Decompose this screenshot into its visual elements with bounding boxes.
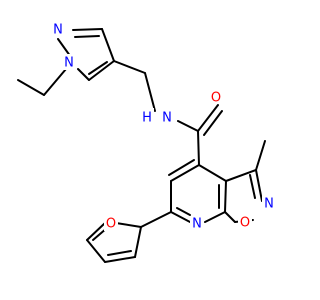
bond-isoxazole-1 bbox=[225, 169, 257, 182]
bond-isoxazole-2-double bbox=[249, 174, 256, 199]
bond-pyrazole-c5-n1 bbox=[77, 68, 90, 81]
bond-pyrazole-c3-c4 bbox=[101, 28, 115, 62]
bond-furan-5 bbox=[115, 222, 142, 228]
isoxazole-n-label: N bbox=[264, 197, 274, 212]
bond-carbonyl-double bbox=[203, 110, 223, 136]
pyrazole-n1-label: N bbox=[64, 56, 74, 71]
pyridine-n-label: N bbox=[192, 217, 202, 232]
bond-ethyl-1 bbox=[17, 79, 45, 96]
bond-core-3 bbox=[170, 211, 191, 223]
bond-furan-2-double bbox=[107, 250, 132, 256]
bond-layer bbox=[17, 28, 266, 263]
molecule-svg: N N H N O N O N O bbox=[17, 22, 276, 263]
bond-furan-4 bbox=[86, 222, 106, 241]
bond-pyrazole-n2-c3 bbox=[72, 28, 103, 31]
bond-ethyl-2 bbox=[43, 68, 67, 96]
pyrazole-n2-label: N bbox=[53, 23, 63, 38]
bond-amide-n-c bbox=[177, 120, 199, 132]
bond-pyrazole-c4-c5 bbox=[88, 60, 115, 81]
bond-core-6 bbox=[198, 164, 227, 182]
bond-carbonyl bbox=[197, 104, 219, 132]
bond-core-3-double bbox=[176, 207, 191, 216]
amide-o-label: O bbox=[211, 91, 221, 106]
bond-furan-link bbox=[140, 211, 172, 228]
atom-labels: N N H N O N O N O bbox=[51, 22, 276, 232]
bond-furan-1 bbox=[134, 226, 142, 258]
bond-linker-1 bbox=[113, 60, 146, 74]
bond-linker-2 bbox=[144, 72, 156, 112]
bond-core-4 bbox=[204, 211, 226, 223]
amide-n-label: N bbox=[162, 111, 172, 126]
bond-methyl bbox=[255, 140, 266, 171]
isoxazole-o-label: O bbox=[240, 216, 250, 231]
bond-isoxazole-2 bbox=[255, 169, 263, 202]
amide-h-label: H bbox=[142, 111, 152, 126]
bond-pyrazole-c4-c5-double bbox=[88, 61, 108, 75]
bond-core-1 bbox=[170, 164, 200, 182]
bond-carbonyl-ring bbox=[197, 130, 200, 166]
molecule-diagram: N N H N O N O N O bbox=[17, 22, 276, 263]
bond-pyrazole-n2-c3-double bbox=[74, 35, 100, 38]
bond-core-5 bbox=[224, 180, 227, 213]
bond-furan-3 bbox=[86, 239, 106, 263]
bond-isoxazole-4 bbox=[224, 211, 236, 223]
furan-o-label: O bbox=[106, 217, 116, 232]
bond-furan-2 bbox=[104, 256, 136, 263]
bond-core-1-double bbox=[168, 159, 195, 176]
